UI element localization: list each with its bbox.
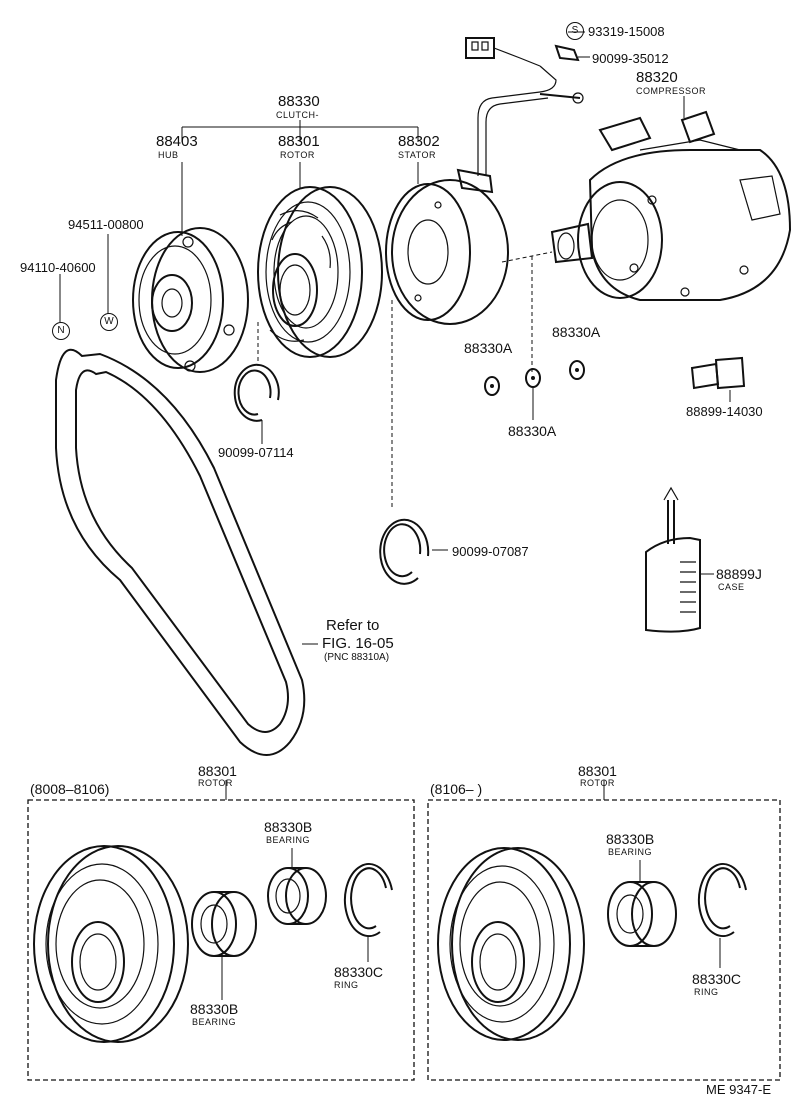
stator-pn: 88302 <box>398 133 440 150</box>
stator-name: STATOR <box>398 150 437 160</box>
left-bearing-bottom-pn: 88330B <box>190 1001 239 1017</box>
left-rotor-name: ROTOR <box>198 778 233 788</box>
stator-drawing <box>385 162 509 325</box>
right-period: (8106– ) <box>430 781 483 797</box>
clutch-pn: 88330 <box>278 93 320 110</box>
hub-name: HUB <box>158 150 179 160</box>
right-ring-name: RING <box>694 987 719 997</box>
symbol-w-icon: W <box>100 313 118 331</box>
right-bearing <box>607 860 677 947</box>
right-bearing-name: BEARING <box>608 847 653 857</box>
v-belt <box>55 349 318 756</box>
snap-ring-2-pn: 90099-07087 <box>452 544 529 559</box>
case-name: CASE <box>718 582 745 592</box>
left-rotor-drawing <box>33 780 227 1043</box>
left-period: (8008–8106) <box>30 781 110 797</box>
fitting-drawing <box>690 356 746 402</box>
symbol-s-icon: S <box>566 22 584 40</box>
left-rotor-pn: 88301 <box>198 763 237 779</box>
right-variant-box <box>427 799 781 1081</box>
bolt-s-pn: 93319-15008 <box>588 24 665 39</box>
rotor-name: ROTOR <box>280 150 315 160</box>
left-ring-pn: 88330C <box>334 964 384 980</box>
belt-ref-line2: FIG. 16-05 <box>322 635 394 652</box>
belt-ref-line3: (PNC 88310A) <box>324 652 390 663</box>
washer-w-pn: 94511-00800 <box>68 217 144 232</box>
right-bearing-pn: 88330B <box>606 831 655 847</box>
symbol-n-icon: N <box>52 322 70 340</box>
left-ring <box>343 863 393 962</box>
left-bearing-top-name: BEARING <box>266 835 311 845</box>
shim-pn-1: 88330A <box>464 340 513 356</box>
left-bearing-upper <box>267 848 327 925</box>
left-variant-box <box>27 799 415 1081</box>
wire-harness <box>465 37 584 176</box>
shim-drawings <box>484 360 585 420</box>
rotor-pn: 88301 <box>278 133 320 150</box>
left-bearing-top-pn: 88330B <box>264 819 313 835</box>
right-rotor-name: ROTOR <box>580 778 615 788</box>
case-drawing <box>645 486 714 633</box>
compressor-pn: 88320 <box>636 69 678 86</box>
belt-ref-line1: Refer to <box>326 617 380 634</box>
right-rotor-pn: 88301 <box>578 763 617 779</box>
snap-ring-1 <box>233 363 280 444</box>
hub-pn: 88403 <box>156 133 198 150</box>
clip-pn: 90099-35012 <box>592 51 669 66</box>
left-bearing-bottom-name: BEARING <box>192 1017 237 1027</box>
shim-pn-3: 88330A <box>552 324 601 340</box>
snap-ring-1-pn: 90099-07114 <box>218 445 294 460</box>
compressor-name: COMPRESSOR <box>636 86 707 96</box>
snap-ring-2 <box>379 518 448 585</box>
nut-n-pn: 94110-40600 <box>20 260 96 275</box>
left-bearing-lower <box>191 891 257 1000</box>
right-rotor-drawing <box>437 780 605 1041</box>
clutch-bracket <box>181 120 419 142</box>
case-pn: 88899J <box>716 566 762 582</box>
right-ring-pn: 88330C <box>692 971 742 987</box>
right-ring <box>697 863 747 968</box>
rotor-drawing <box>257 162 383 358</box>
compressor-drawing <box>550 96 792 301</box>
fitting-pn: 88899-14030 <box>686 404 763 419</box>
shim-pn-2: 88330A <box>508 423 557 439</box>
hub-drawing <box>132 162 249 373</box>
left-ring-name: RING <box>334 980 359 990</box>
figure-code: ME 9347-E <box>706 1082 772 1097</box>
clutch-name: CLUTCH- <box>276 110 319 120</box>
